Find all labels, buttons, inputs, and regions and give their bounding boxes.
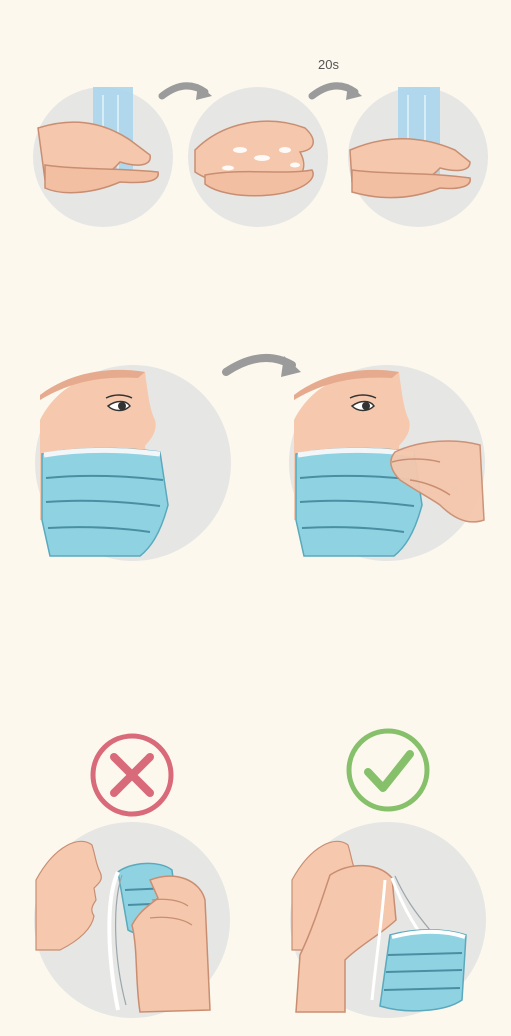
removal-wrong-scene: [34, 822, 230, 1018]
check-icon: [368, 754, 410, 788]
arrowhead-3: [281, 356, 301, 377]
duration-label: 20s: [318, 57, 339, 72]
cross-icon: [114, 757, 150, 793]
mask-pinch-nose: [289, 365, 485, 561]
arrowhead-2: [346, 84, 362, 100]
handwash-step-rinse: [348, 87, 488, 227]
right-indicator: [349, 731, 427, 809]
arrowhead-1: [196, 84, 212, 100]
wrong-indicator: [93, 736, 171, 814]
removal-right-scene: [290, 822, 486, 1018]
mask-on-face: [35, 365, 231, 561]
right-badge-ring: [349, 731, 427, 809]
handwash-step-wet: [33, 87, 173, 227]
handwash-step-lather: [188, 87, 328, 227]
